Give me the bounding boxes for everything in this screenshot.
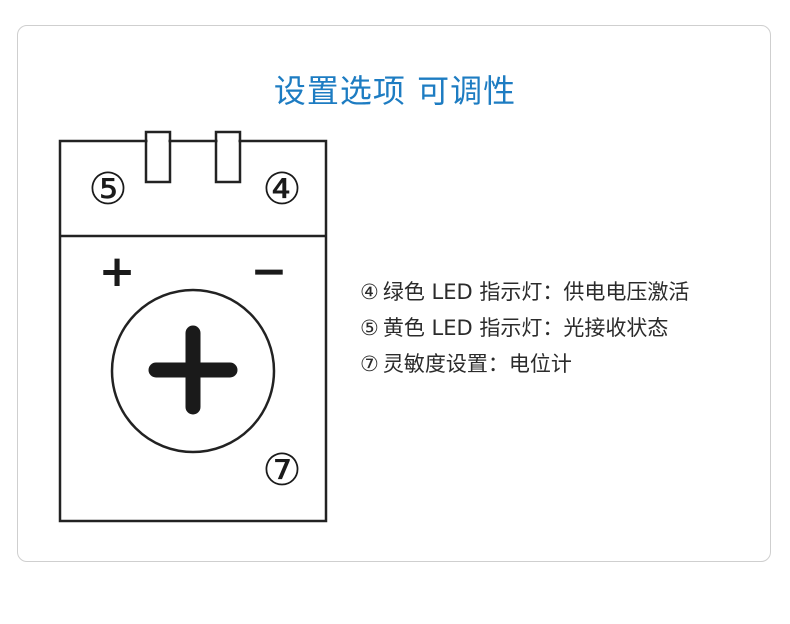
legend-number: ④: [360, 280, 379, 304]
led-tab-green-mask: [217, 139, 239, 143]
content-card: [17, 25, 771, 562]
legend-text: 灵敏度设置：电位计: [382, 352, 572, 376]
plus-sign-icon: +: [99, 246, 136, 297]
marker-5-label: ⑤: [88, 164, 127, 215]
minus-sign-icon: −: [251, 246, 288, 297]
cross-slot-icon: [148, 325, 238, 415]
legend-text: 黄色 LED 指示灯：光接收状态: [382, 316, 669, 340]
legend-number: ⑤: [360, 316, 379, 340]
device-housing: [58, 139, 328, 523]
marker-7-label: ⑦: [262, 445, 301, 496]
legend-number: ⑦: [360, 352, 379, 376]
legend-text: 绿色 LED 指示灯：供电电压激活: [382, 280, 690, 304]
marker-4-label: ④: [262, 164, 301, 215]
led-tab-yellow-mask: [147, 139, 169, 143]
page-title: 设置选项 可调性: [273, 72, 517, 110]
